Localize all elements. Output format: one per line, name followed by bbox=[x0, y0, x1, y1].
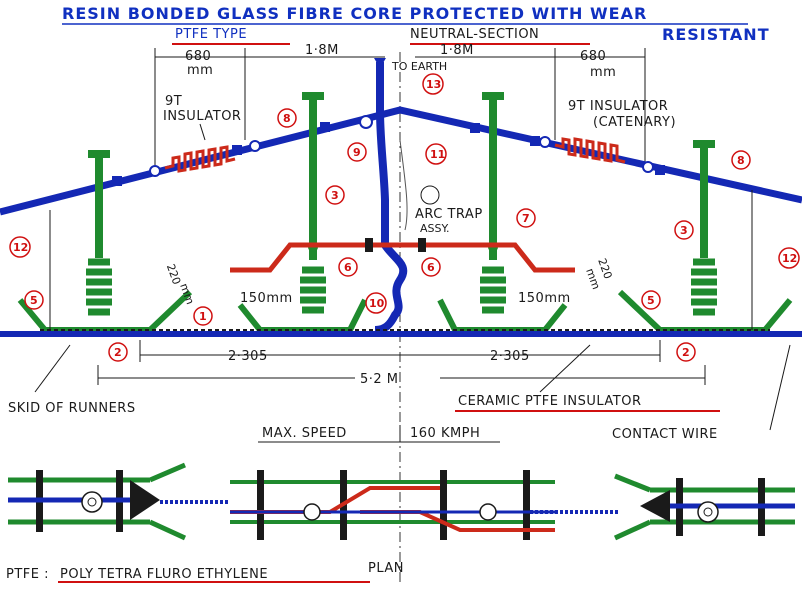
dropper-post-1 bbox=[86, 150, 112, 316]
dim-5-2: 5·2 M bbox=[360, 372, 399, 387]
ptfe-def-prefix: PTFE : bbox=[6, 567, 49, 582]
contact-leader bbox=[769, 344, 791, 431]
plan-view bbox=[8, 462, 795, 541]
dim-2305-right: 2·305 bbox=[490, 349, 530, 364]
callout-12b: 12 bbox=[778, 247, 800, 269]
svg-text:12: 12 bbox=[782, 252, 797, 265]
svg-text:13: 13 bbox=[426, 78, 441, 91]
dropper-post-4 bbox=[691, 140, 717, 316]
callout-5a: 5 bbox=[24, 290, 44, 310]
callout-13: 13 bbox=[422, 73, 444, 95]
svg-text:5: 5 bbox=[647, 294, 655, 307]
bottom-dimensions bbox=[97, 340, 706, 385]
svg-text:2: 2 bbox=[682, 346, 690, 359]
contact-wire-label: CONTACT WIRE bbox=[612, 427, 718, 442]
title-line-2: RESISTANT bbox=[662, 25, 770, 44]
svg-text:5: 5 bbox=[30, 294, 38, 307]
skid-leader bbox=[34, 344, 71, 393]
catenary-wire bbox=[0, 106, 802, 216]
insulator-9t-right bbox=[554, 137, 626, 164]
ptfe-type-label: PTFE TYPE bbox=[175, 27, 247, 42]
svg-text:1: 1 bbox=[199, 310, 207, 323]
ceramic-ptfe-label: CERAMIC PTFE INSULATOR bbox=[458, 394, 642, 409]
dim-1-8-right: 1·8M bbox=[440, 43, 474, 58]
callout-2b: 2 bbox=[676, 342, 696, 362]
callout-2a: 2 bbox=[108, 342, 128, 362]
svg-text:12: 12 bbox=[13, 241, 28, 254]
callout-7: 7 bbox=[516, 208, 536, 228]
callout-3a: 3 bbox=[325, 185, 345, 205]
to-earth-label: TO EARTH bbox=[391, 60, 447, 73]
svg-text:9: 9 bbox=[353, 146, 361, 159]
arc-trap-runner bbox=[230, 238, 575, 273]
callout-11: 11 bbox=[425, 143, 447, 165]
neutral-section-label: NEUTRAL-SECTION bbox=[410, 27, 539, 42]
dim-680-left: 680 bbox=[185, 49, 211, 64]
skid-runners bbox=[17, 289, 793, 333]
callout-10: 10 bbox=[365, 292, 387, 314]
earth-conductor bbox=[374, 58, 408, 334]
svg-text:8: 8 bbox=[737, 154, 745, 167]
top-dimensions bbox=[154, 48, 646, 165]
title-line-1: RESIN BONDED GLASS FIBRE CORE PROTECTED … bbox=[62, 4, 647, 23]
svg-text:11: 11 bbox=[430, 148, 445, 161]
dropper-post-3 bbox=[480, 92, 506, 314]
dim-2305-left: 2·305 bbox=[228, 349, 268, 364]
callout-8b: 8 bbox=[731, 150, 751, 170]
svg-text:10: 10 bbox=[369, 297, 385, 310]
dim-150-left: 150mm bbox=[240, 291, 293, 306]
dim-220-left: 220 bbox=[164, 262, 183, 286]
insulator-left-label-2: INSULATOR bbox=[163, 109, 241, 124]
callout-12a: 12 bbox=[9, 236, 31, 258]
callout-1: 1 bbox=[193, 306, 213, 326]
svg-text:8: 8 bbox=[283, 112, 291, 125]
dim-680-right-unit: mm bbox=[590, 65, 616, 80]
insulator-right-label-2: (CATENARY) bbox=[593, 115, 676, 130]
plan-label: PLAN bbox=[368, 561, 404, 576]
arc-trap-label-2: ASSY. bbox=[420, 222, 449, 235]
insulator-left-leader bbox=[199, 123, 206, 141]
ceramic-leader bbox=[539, 344, 591, 393]
arc-trap-ring bbox=[420, 185, 440, 205]
insulator-left-label-1: 9T bbox=[165, 94, 182, 109]
dim-680-right: 680 bbox=[580, 49, 606, 64]
skid-of-runners-label: SKID OF RUNNERS bbox=[8, 401, 136, 416]
dim-680-left-unit: mm bbox=[187, 63, 213, 78]
arc-trap-label-1: ARC TRAP bbox=[415, 207, 483, 222]
callout-8a: 8 bbox=[277, 108, 297, 128]
dim-1-8-left: 1·8M bbox=[305, 43, 339, 58]
svg-text:3: 3 bbox=[680, 224, 688, 237]
insulator-9t-left bbox=[164, 145, 236, 173]
svg-text:3: 3 bbox=[331, 189, 339, 202]
callout-6b: 6 bbox=[421, 257, 441, 277]
callouts: 1 2 2 3 3 5 5 6 6 7 8 8 9 10 11 12 12 13 bbox=[9, 73, 800, 362]
callout-5b: 5 bbox=[641, 290, 661, 310]
ptfe-definition: POLY TETRA FLURO ETHYLENE bbox=[60, 567, 268, 582]
callout-3b: 3 bbox=[674, 220, 694, 240]
svg-text:6: 6 bbox=[427, 261, 435, 274]
insulator-right-label-1: 9T INSULATOR bbox=[568, 99, 668, 114]
max-speed-label: MAX. SPEED bbox=[262, 426, 347, 441]
svg-text:2: 2 bbox=[114, 346, 122, 359]
callout-6a: 6 bbox=[338, 257, 358, 277]
speed-value: 160 KMPH bbox=[410, 426, 480, 441]
svg-text:7: 7 bbox=[522, 212, 530, 225]
dim-150-right: 150mm bbox=[518, 291, 571, 306]
callout-9: 9 bbox=[347, 142, 367, 162]
svg-text:6: 6 bbox=[344, 261, 352, 274]
